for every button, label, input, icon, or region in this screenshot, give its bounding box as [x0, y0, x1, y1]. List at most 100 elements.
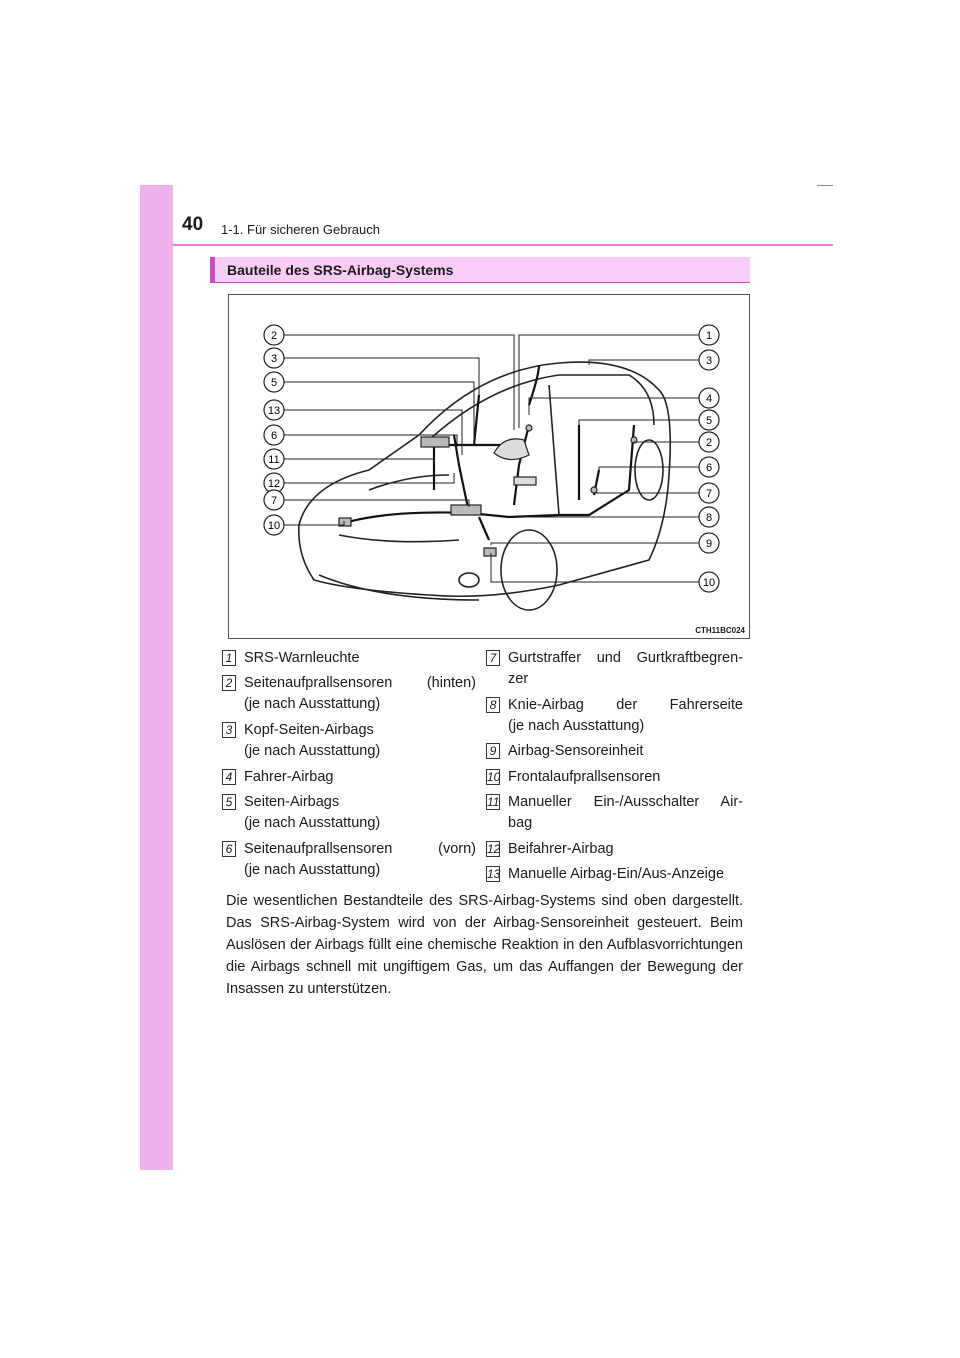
legend-text-line: zer: [508, 671, 529, 687]
callout-number: 10: [268, 520, 280, 532]
section-header: Bauteile des SRS-Airbag-Systems: [210, 257, 750, 283]
callout-right-9: 9: [698, 532, 720, 554]
leader-line: [490, 542, 699, 545]
legend-number: 1: [222, 650, 236, 666]
callout-number: 6: [706, 462, 712, 474]
legend-number: 4: [222, 769, 236, 785]
callout-left-2: 2: [263, 324, 285, 346]
legend-number: 8: [486, 697, 500, 713]
description-paragraph: Die wesentlichen Bestandteile des SRS-Ai…: [226, 893, 743, 997]
legend-number: 3: [222, 722, 236, 738]
corner-crop-mark: [817, 185, 833, 186]
leader-line: [284, 473, 455, 484]
legend-text-line: Knie-Airbag der Fahrerseite: [508, 697, 743, 713]
leader-line: [518, 334, 699, 428]
callout-number: 13: [268, 405, 280, 417]
leader-line: [284, 409, 463, 455]
legend-number: 6: [222, 841, 236, 857]
legend-text-line: Manuelle Airbag-Ein/Aus-Anzeige: [508, 866, 725, 882]
leader-line: [284, 357, 480, 395]
callout-right-7: 7: [698, 482, 720, 504]
leader-line: [284, 381, 475, 443]
legend-text-line: Beifahrer-Airbag: [508, 841, 614, 857]
callout-right-2: 2: [698, 431, 720, 453]
leader-line: [284, 334, 515, 430]
leader-line: [578, 419, 699, 425]
callout-number: 7: [706, 488, 712, 500]
leader-line: [490, 553, 699, 583]
leader-line: [588, 359, 699, 365]
callout-right-5: 5: [698, 409, 720, 431]
callout-number: 5: [706, 415, 712, 427]
page-number: 40: [182, 214, 204, 235]
figure-code: CTH11BC024: [695, 626, 745, 635]
chapter-title: 1-1. Für sicheren Gebrauch: [221, 222, 380, 237]
leader-line: [528, 397, 699, 415]
callout-number: 5: [271, 377, 277, 389]
callout-left-7: 7: [263, 489, 285, 511]
callout-number: 6: [271, 430, 277, 442]
callout-number: 3: [271, 353, 277, 365]
legend-text-line: Frontalaufprallsensoren: [508, 769, 661, 785]
legend-text-line: SRS-Warnleuchte: [244, 650, 360, 666]
callout-number: 11: [268, 454, 279, 466]
leader-line: [284, 434, 458, 447]
header-rule: [173, 244, 833, 246]
callout-left-3: 3: [263, 347, 285, 369]
callout-number: 12: [268, 478, 280, 490]
leader-line: [284, 458, 435, 465]
legend-text-line: Airbag-Sensoreinheit: [508, 743, 644, 759]
legend-text-line: (je nach Ausstattung): [244, 696, 381, 712]
legend-number: 9: [486, 743, 500, 759]
callout-number: 1: [706, 330, 712, 342]
callout-left-5: 5: [263, 371, 285, 393]
section-title: Bauteile des SRS-Airbag-Systems: [227, 262, 454, 278]
legend-text-line: Fahrer-Airbag: [244, 769, 334, 785]
legend-text-line: bag: [508, 815, 533, 831]
callout-number: 10: [703, 577, 715, 589]
legend-number: 10: [486, 769, 501, 785]
legend-number: 2: [222, 675, 236, 691]
callout-number: 9: [706, 538, 712, 550]
legend-text-line: Gurtstraffer und Gurtkraftbegren-: [508, 650, 743, 666]
callout-left-10: 10: [263, 514, 285, 536]
callout-right-1: 1: [698, 324, 720, 346]
callout-number: 2: [706, 437, 712, 449]
callout-left-6: 6: [263, 424, 285, 446]
legend-text-line: Seitenaufprallsensoren (vorn): [244, 841, 476, 857]
leader-line: [284, 499, 470, 507]
callout-right-10: 10: [698, 571, 720, 593]
callout-right-3: 3: [698, 349, 720, 371]
wiring-harness: [343, 364, 636, 541]
side-thumb-band: [140, 185, 173, 1170]
leader-line: [598, 466, 699, 470]
legend-number: 5: [222, 794, 236, 810]
leader-line: [284, 521, 345, 526]
car-body: [297, 361, 671, 611]
callout-number: 3: [706, 355, 712, 367]
callout-number: 4: [706, 393, 712, 405]
airbag-components: [338, 424, 638, 557]
legend-text-line: (je nach Ausstattung): [508, 718, 645, 734]
legend-text-line: (je nach Ausstattung): [244, 862, 381, 878]
callout-left-12: 12: [263, 472, 285, 494]
callout-number: 7: [271, 495, 277, 507]
callout-left-11: 11: [263, 448, 285, 470]
callout-left-13: 13: [263, 399, 285, 421]
legend-number: 7: [486, 650, 500, 666]
legend-text-line: (je nach Ausstattung): [244, 743, 381, 759]
leader-line: [633, 441, 699, 443]
callout-number: 2: [271, 330, 277, 342]
legend-text-line: Seiten-Airbags: [244, 794, 340, 810]
legend-number: 13: [486, 866, 501, 882]
legend-text-line: Seitenaufprallsensoren (hinten): [244, 675, 476, 691]
legend-number: 11: [486, 794, 500, 810]
callout-right-8: 8: [698, 506, 720, 528]
callout-right-4: 4: [698, 387, 720, 409]
legend-text-line: Manueller Ein-/Ausschalter Air-: [508, 794, 743, 810]
legend-number: 12: [486, 841, 501, 857]
legend-text-line: Kopf-Seiten-Airbags: [244, 722, 374, 738]
callout-number: 8: [706, 512, 712, 524]
